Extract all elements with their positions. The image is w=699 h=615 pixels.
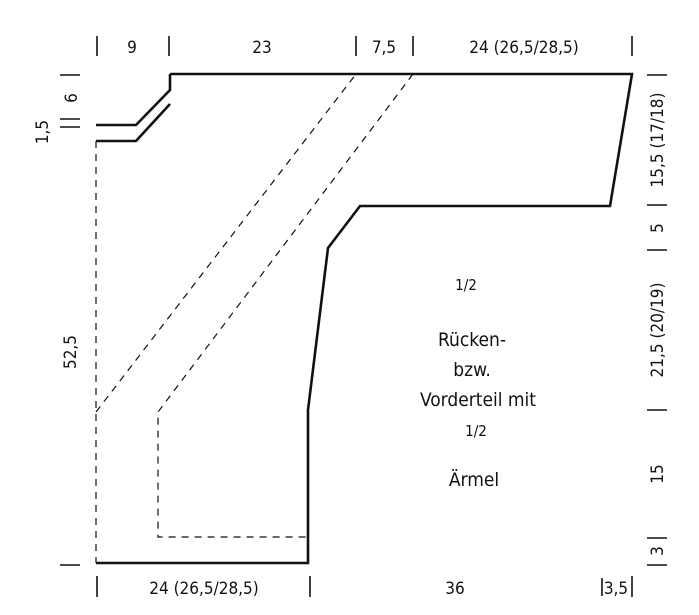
top-dimensions: 9 23 7,5 24 (26,5/28,5) xyxy=(96,36,633,58)
bottom-dim-36: 36 xyxy=(445,579,464,599)
main-outline xyxy=(96,72,634,565)
right-dim-21-5: 21,5 (20/19) xyxy=(648,283,668,378)
bottom-dim-3-5: 3,5 xyxy=(604,579,628,599)
right-dim-5: 5 xyxy=(648,223,668,233)
bottom-dimensions: 24 (26,5/28,5) 36 3,5 xyxy=(96,576,633,599)
label-line-4: Ärmel xyxy=(449,468,499,491)
label-line-3: Vorderteil mit xyxy=(420,389,536,411)
neck-inner-edge xyxy=(96,103,171,143)
garment-outline xyxy=(96,72,634,565)
left-dim-52-5: 52,5 xyxy=(61,335,81,369)
top-dim-23: 23 xyxy=(252,38,271,58)
piece-label: 1/2 Rücken- bzw. Vorderteil mit 1/2 Ärme… xyxy=(420,276,536,491)
right-dim-15-5: 15,5 (17/18) xyxy=(648,93,668,188)
armhole-line-inner xyxy=(157,73,414,538)
shoulder-neck-edge xyxy=(96,74,172,127)
label-fraction-top: 1/2 xyxy=(455,276,477,294)
right-dimensions: 15,5 (17/18) 5 21,5 (20/19) 15 3 xyxy=(647,74,668,566)
label-line-2: bzw. xyxy=(453,359,491,381)
armhole-line-outer xyxy=(95,73,357,413)
label-fraction-bottom: 1/2 xyxy=(465,422,487,440)
label-line-1: Rücken- xyxy=(438,329,506,351)
left-dim-6: 6 xyxy=(62,93,82,103)
right-dim-3: 3 xyxy=(648,546,668,556)
top-dim-7-5: 7,5 xyxy=(372,38,396,58)
left-dim-1-5: 1,5 xyxy=(33,120,53,144)
dashed-guides xyxy=(95,73,414,563)
right-dim-15: 15 xyxy=(648,464,668,483)
top-dim-9: 9 xyxy=(127,38,137,58)
top-dim-24: 24 (26,5/28,5) xyxy=(469,38,579,58)
bottom-dim-24: 24 (26,5/28,5) xyxy=(149,579,259,599)
left-dimensions: 6 1,5 52,5 xyxy=(33,74,82,566)
